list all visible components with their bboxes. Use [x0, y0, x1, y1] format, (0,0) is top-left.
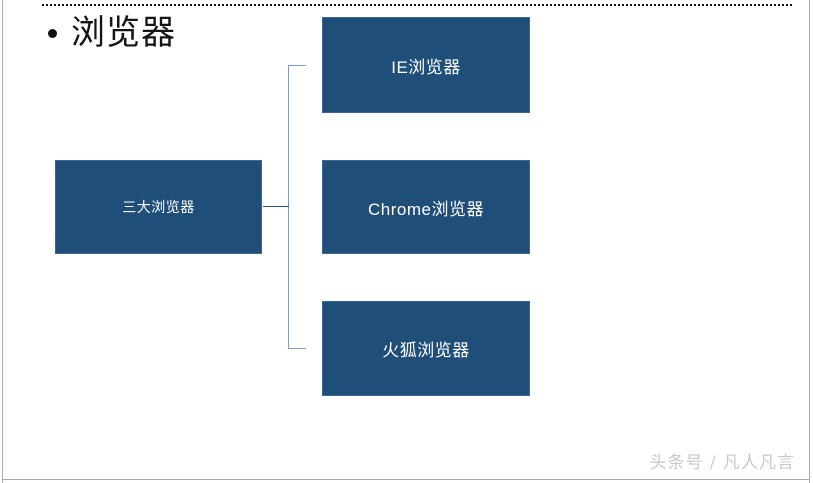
- diagram-node-root-label: 三大浏览器: [122, 199, 195, 215]
- connector-arm-firefox: [288, 348, 306, 349]
- dotted-divider-top: [42, 4, 792, 6]
- diagram-node-chrome[interactable]: Chrome浏览器: [322, 160, 530, 254]
- slide-border-right: [809, 0, 810, 483]
- watermark-text: 头条号 / 凡人凡言: [649, 453, 795, 473]
- connector-bracket-spine: [288, 65, 289, 349]
- diagram-node-ie[interactable]: IE浏览器: [322, 17, 530, 113]
- diagram-node-root[interactable]: 三大浏览器: [55, 160, 262, 254]
- diagram-node-chrome-label: Chrome浏览器: [368, 199, 484, 219]
- bullet-icon: [48, 28, 57, 38]
- connector-arm-ie: [288, 65, 306, 66]
- page-title: 浏览器: [71, 13, 176, 53]
- diagram-node-firefox[interactable]: 火狐浏览器: [322, 301, 530, 396]
- slide-heading: 浏览器: [48, 16, 176, 50]
- connector-arm-root: [263, 206, 289, 207]
- slide-border-bottom: [2, 479, 809, 480]
- diagram-node-ie-label: IE浏览器: [391, 57, 461, 77]
- slide-border-left: [2, 0, 3, 483]
- diagram-node-firefox-label: 火狐浏览器: [382, 341, 470, 360]
